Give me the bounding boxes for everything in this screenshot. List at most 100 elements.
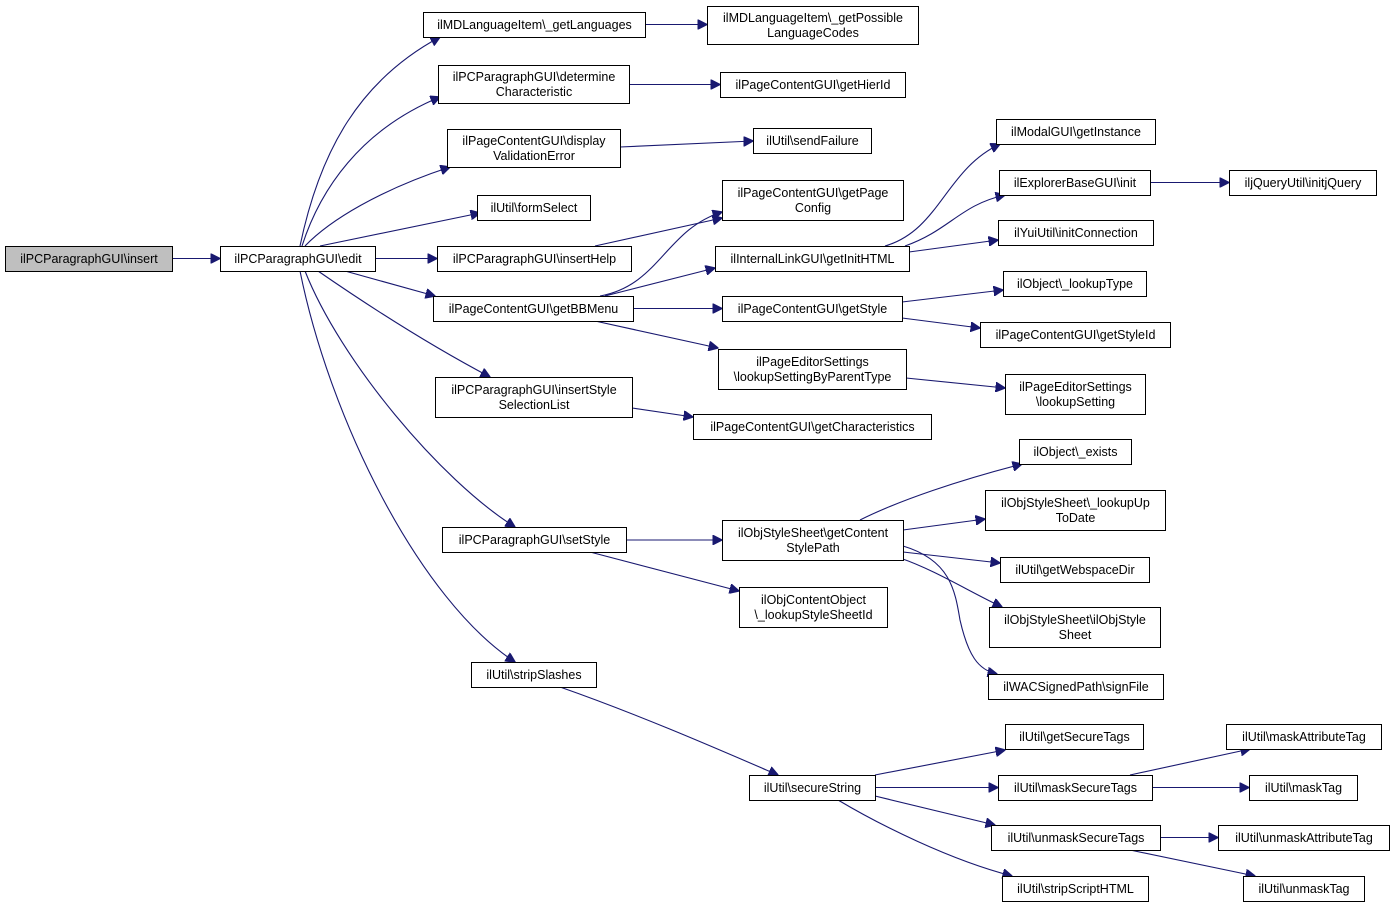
node-maskTag[interactable]: ilUtil\maskTag [1249,775,1358,801]
node-box [1019,439,1132,465]
node-getSecureTags[interactable]: ilUtil\getSecureTags [1005,724,1144,750]
node-lookupSetting[interactable]: ilPageEditorSettings\lookupSetting [1005,374,1146,415]
node-getHierId[interactable]: ilPageContentGUI\getHierId [720,72,906,98]
node-label: ilMDLanguageItem\_getPossible [723,11,903,25]
node-box [707,6,919,45]
node-label: ilUtil\secureString [764,781,861,795]
node-getStyle[interactable]: ilPageContentGUI\getStyle [722,296,903,322]
node-unmaskSecureTags[interactable]: ilUtil\unmaskSecureTags [991,825,1161,851]
node-unmaskTag[interactable]: ilUtil\unmaskTag [1243,876,1365,902]
edge-edit-to-determineCharacteristic [301,97,440,247]
node-insertHelp[interactable]: ilPCParagraphGUI\insertHelp [437,246,632,272]
edge-secureString-to-unmaskSecureTags [874,795,995,825]
node-maskSecureTags[interactable]: ilUtil\maskSecureTags [998,775,1153,801]
edge-edit-to-getBBMenu [344,270,435,296]
edge-getInitHTML-to-getInstance [884,144,1000,247]
node-ilObjStyleSheet[interactable]: ilObjStyleSheet\ilObjStyleSheet [989,607,1161,648]
node-formSelect[interactable]: ilUtil\formSelect [477,195,591,221]
node-label: ilPCParagraphGUI\setStyle [459,533,611,547]
node-label: ilPageContentGUI\display [462,134,606,148]
edge-getContentStylePath-to-lookupUpToDate [902,519,985,531]
node-setStyle[interactable]: ilPCParagraphGUI\setStyle [442,527,627,553]
edge-getBBMenu-to-lookupSettingByParentType [594,320,718,348]
edge-getBBMenu-to-getInitHTML [604,268,715,297]
node-box [722,296,903,322]
node-stripScriptHTML[interactable]: ilUtil\stripScriptHTML [1002,876,1149,902]
edge-insertStyleSelectionList-to-getCharacteristics [631,407,693,417]
node-label: LanguageCodes [767,26,859,40]
node-box [753,128,872,154]
node-label: ilUtil\maskTag [1265,781,1342,795]
edge-stripSlashes-to-secureString [559,686,778,775]
node-box [1243,876,1365,902]
node-box [749,775,876,801]
node-box [1218,825,1390,851]
node-box [980,322,1171,348]
node-label: ilObjStyleSheet\_lookupUp [1001,496,1150,510]
node-label: ilUtil\getWebspaceDir [1015,563,1134,577]
node-maskAttributeTag[interactable]: ilUtil\maskAttributeTag [1226,724,1382,750]
node-edit[interactable]: ilPCParagraphGUI\edit [220,246,376,272]
node-getBBMenu[interactable]: ilPageContentGUI\getBBMenu [433,296,634,322]
edge-getContentStylePath-to-getWebspaceDir [902,551,1000,563]
node-label: ilPageContentGUI\getStyle [738,302,887,316]
node-getInstance[interactable]: ilModalGUI\getInstance [996,119,1156,145]
node-label: ilObject\_exists [1033,445,1117,459]
node-box [998,220,1154,246]
node-label: ilPageContentGUI\getCharacteristics [710,420,914,434]
node-label: ilObjContentObject [761,593,866,607]
node-label: ToDate [1056,511,1096,525]
node-label: ValidationError [493,149,575,163]
node-label: ilUtil\sendFailure [766,134,858,148]
node-exists[interactable]: ilObject\_exists [1019,439,1132,465]
nodes: ilPCParagraphGUI\insert ilPCParagraphGUI\… [5,6,1390,902]
node-label: \_lookupStyleSheetId [754,608,872,622]
edge-getInitHTML-to-initConnection [908,240,998,253]
node-initjQuery[interactable]: iljQueryUtil\initjQuery [1229,170,1377,196]
edge-insertHelp-to-getPageConfig [594,218,722,247]
node-getWebspaceDir[interactable]: ilUtil\getWebspaceDir [1000,557,1150,583]
node-box [715,246,910,272]
node-insertStyleSelectionList[interactable]: ilPCParagraphGUI\insertStyleSelectionLis… [435,377,633,418]
node-lookupSettingByParentType[interactable]: ilPageEditorSettings\lookupSettingByPare… [718,349,907,390]
node-box [5,246,173,272]
edge-edit-to-insertStyleSelectionList [317,270,490,377]
node-getCharacteristics[interactable]: ilPageContentGUI\getCharacteristics [693,414,932,440]
node-signFile[interactable]: ilWACSignedPath\signFile [988,674,1164,700]
node-insert[interactable]: ilPCParagraphGUI\insert [5,246,173,272]
node-label: ilPageEditorSettings [1019,380,1132,394]
node-stripSlashes[interactable]: ilUtil\stripSlashes [471,662,597,688]
node-lookupStyleSheetId[interactable]: ilObjContentObject\_lookupStyleSheetId [739,587,888,628]
node-label: \lookupSettingByParentType [734,370,892,384]
node-box [435,377,633,418]
edge-lookupSettingByParentType-to-lookupSetting [905,377,1005,388]
node-getLanguages[interactable]: ilMDLanguageItem\_getLanguages [423,12,646,38]
edge-getInitHTML-to-explorerInit [904,195,1005,247]
node-secureString[interactable]: ilUtil\secureString [749,775,876,801]
node-label: Sheet [1059,628,1092,642]
node-lookupType[interactable]: ilObject\_lookupType [1003,271,1147,297]
node-box [722,520,904,561]
node-getInitHTML[interactable]: ilInternalLinkGUI\getInitHTML [715,246,910,272]
node-label: ilPCParagraphGUI\insertHelp [453,252,616,266]
node-explorerInit[interactable]: ilExplorerBaseGUI\init [999,170,1151,196]
node-box [447,129,621,168]
node-label: ilPageContentGUI\getStyleId [996,328,1156,342]
node-box [437,246,632,272]
edge-edit-to-displayValidationError [304,167,450,247]
node-label: ilUtil\unmaskTag [1258,882,1349,896]
node-box [989,607,1161,648]
node-initConnection[interactable]: ilYuiUtil\initConnection [998,220,1154,246]
node-unmaskAttributeTag[interactable]: ilUtil\unmaskAttributeTag [1218,825,1390,851]
node-box [996,119,1156,145]
node-getStyleId[interactable]: ilPageContentGUI\getStyleId [980,322,1171,348]
edge-getStyle-to-lookupType [901,290,1003,303]
node-sendFailure[interactable]: ilUtil\sendFailure [753,128,872,154]
node-box [442,527,627,553]
node-getPossibleLanguageCodes[interactable]: ilMDLanguageItem\_getPossibleLanguageCod… [707,6,919,45]
